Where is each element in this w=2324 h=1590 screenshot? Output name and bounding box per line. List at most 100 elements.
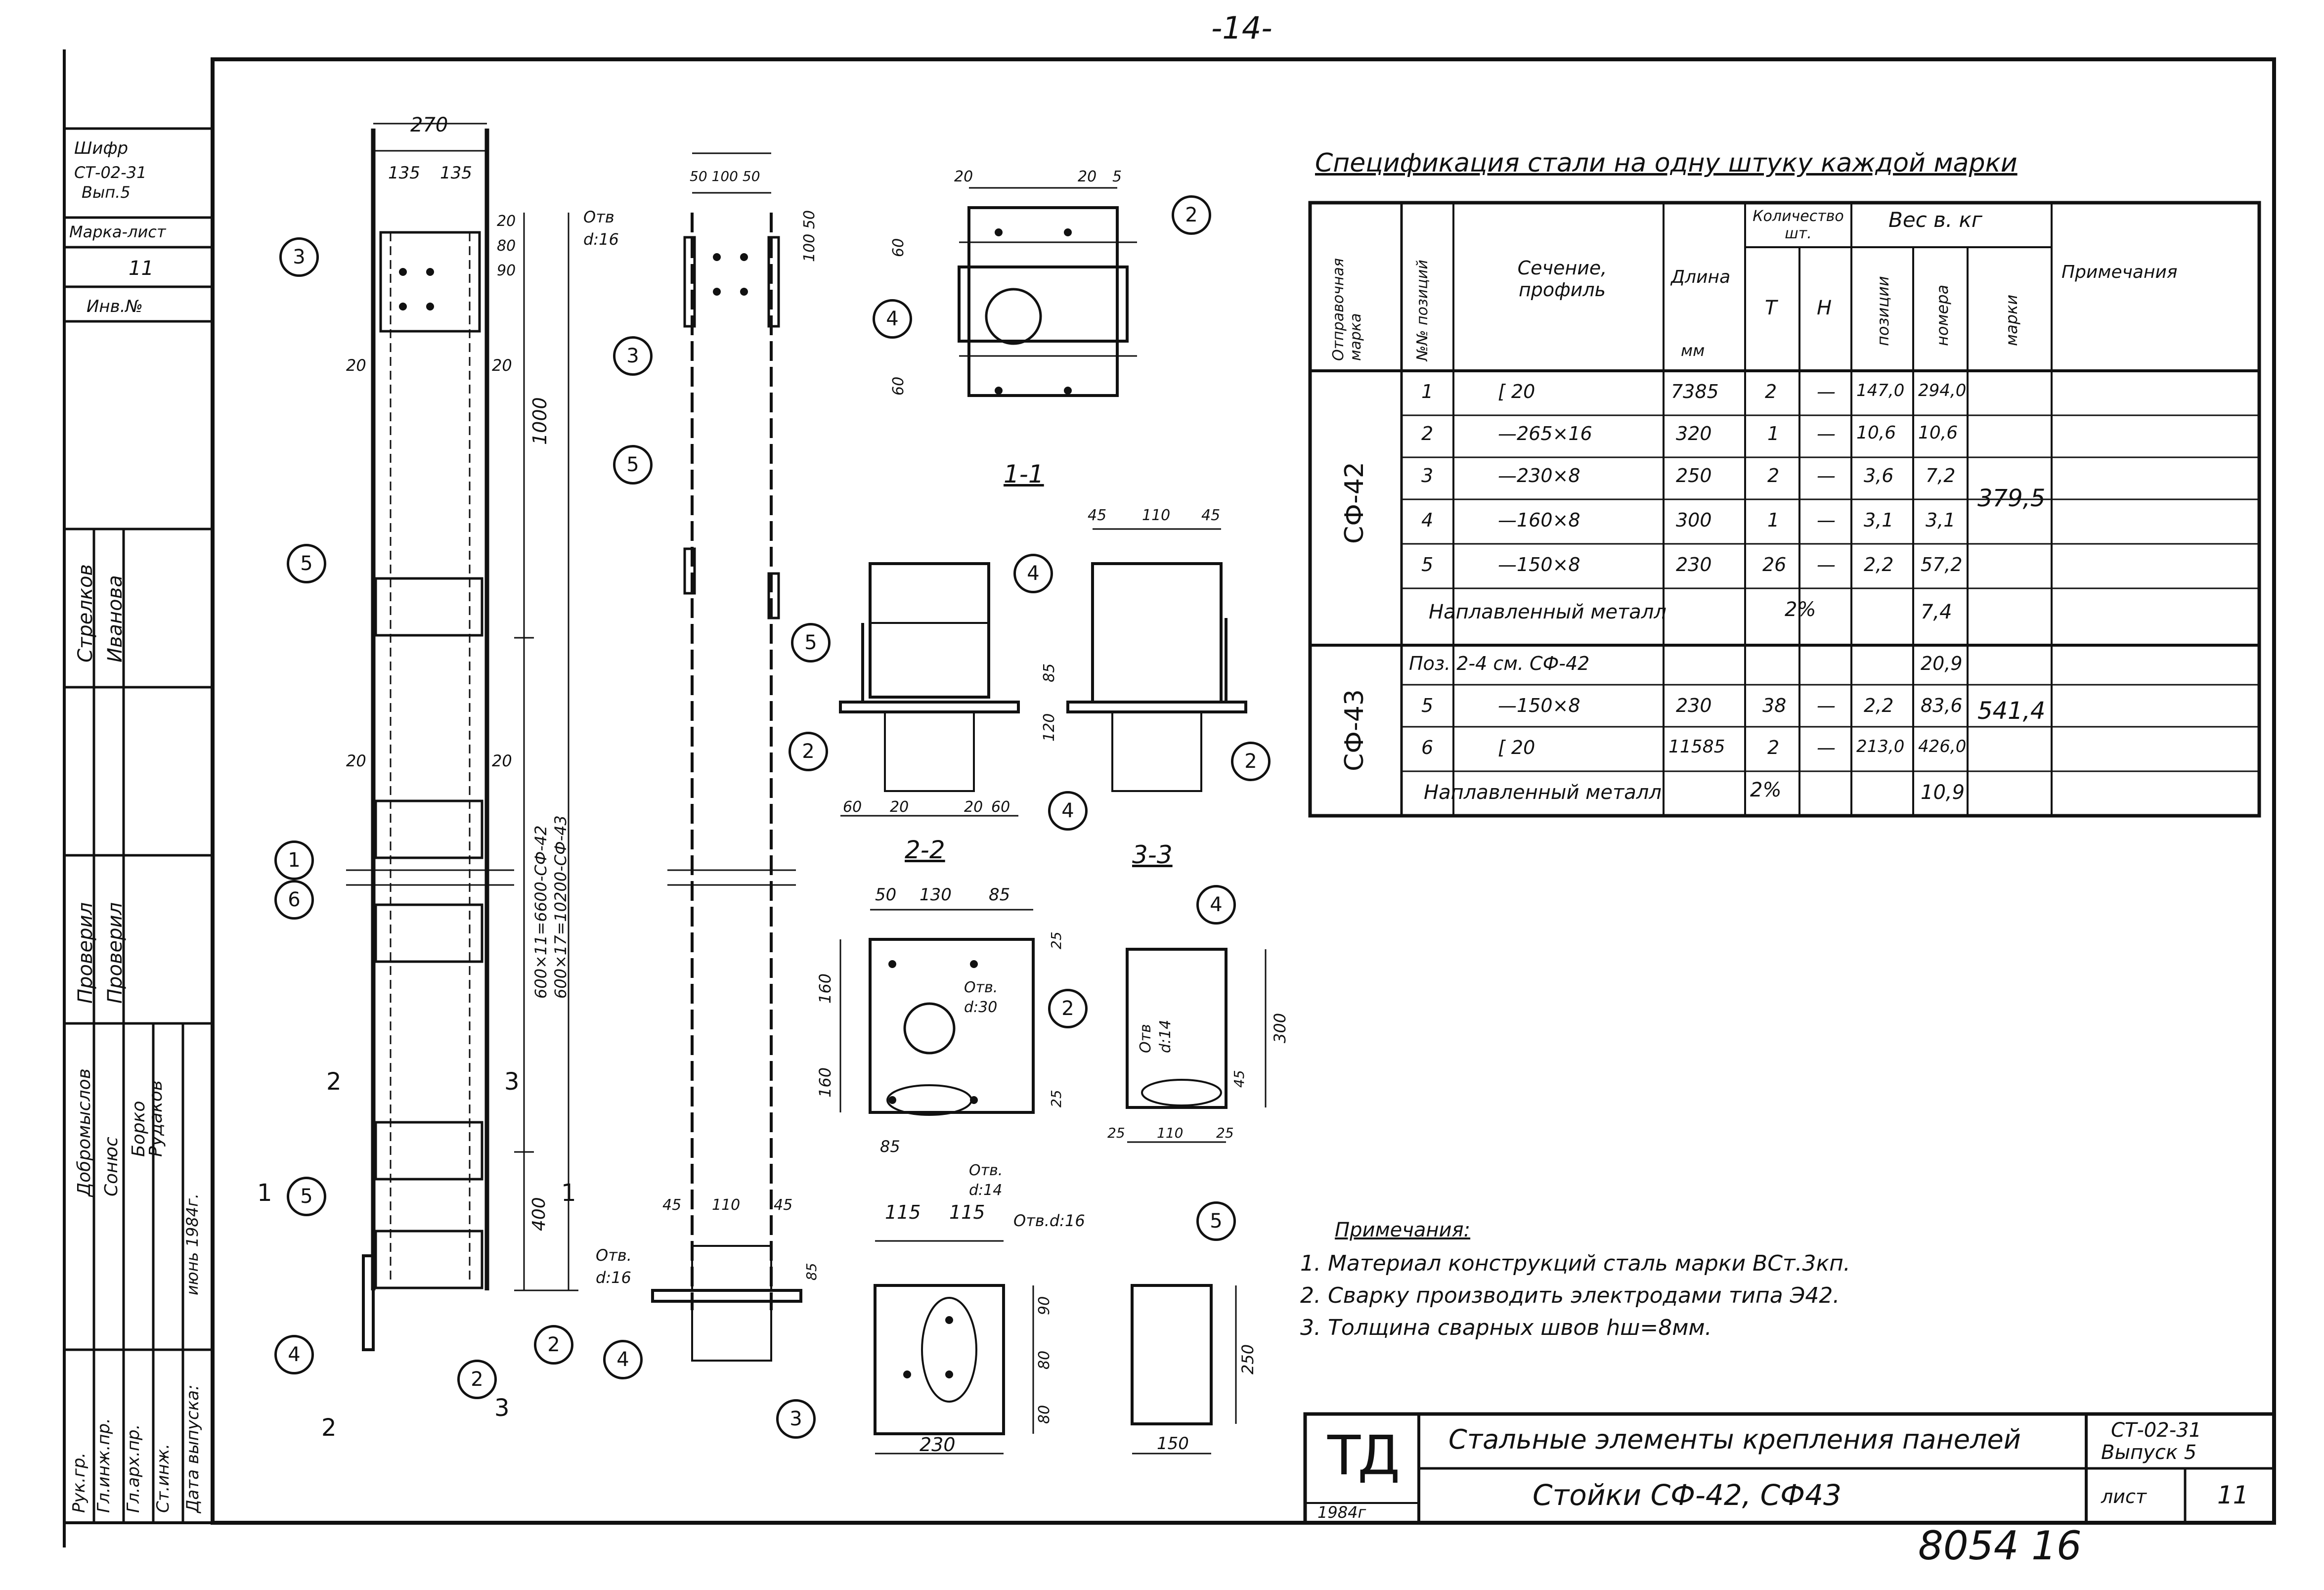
sig-person-5: Добромыслов	[74, 1068, 94, 1196]
dim-col-len-43: 600×17=10200-СФ-43	[551, 815, 570, 999]
plate-pos-3	[874, 1240, 1034, 1455]
sig-person-1: Стрелков	[74, 564, 97, 662]
r4-t: 1	[1767, 509, 1780, 531]
r2-n: —	[1817, 423, 1836, 444]
r1-length: 7385	[1671, 381, 1719, 402]
r6-wnum: 83,6	[1921, 695, 1963, 716]
hole-bot-label: Отв.	[596, 1246, 632, 1265]
dim-s11b-110: 110	[1142, 507, 1171, 524]
title-sheet-value: 11	[2217, 1481, 2249, 1509]
r1-pos: 1	[1421, 381, 1434, 402]
marker-5b: 5	[287, 1177, 326, 1216]
dim-col-half-a: 135	[388, 163, 420, 183]
r1-wnum: 294,0	[1918, 381, 1967, 400]
note-1: 1. Материал конструкций сталь марки ВСт.…	[1300, 1251, 1850, 1276]
sig-role-2: Гл.инж.пр.	[94, 1418, 114, 1513]
dim-col-top-a: 20	[497, 213, 516, 230]
marker-4a: 4	[274, 1335, 314, 1374]
dim-side-bot-45b: 45	[774, 1196, 793, 1214]
marker-2f: 2	[1048, 989, 1088, 1028]
cut-label-1-left: 1	[257, 1179, 272, 1207]
marker-4e: 4	[1048, 791, 1088, 831]
s22-slot-d: d:14	[969, 1182, 1003, 1199]
stamp-shifr-label: Шифр	[74, 138, 129, 158]
dim-s11-60a: 60	[843, 798, 862, 816]
hdr-marka: Отправочная марка	[1330, 258, 1364, 361]
hdr-qty-n: Н	[1817, 297, 1832, 319]
dim-s11b-45b: 45	[1201, 507, 1221, 524]
stamp-shifr-value: СТ-02-31	[74, 163, 147, 182]
section-3-3-label: 3-3	[1132, 840, 1173, 869]
marker-6: 6	[274, 880, 314, 920]
r4-wnum: 3,1	[1926, 509, 1956, 531]
dim-p5-250: 250	[1238, 1344, 1257, 1374]
marker-5a: 5	[287, 544, 326, 583]
r1-n: —	[1817, 381, 1836, 402]
hdr-pos: №№ позиций	[1414, 260, 1431, 361]
dim-s22-160a: 160	[816, 973, 834, 1004]
r5-wnum: 57,2	[1921, 554, 1963, 575]
marker-4c: 4	[873, 299, 912, 339]
r3-wpos: 3,6	[1864, 465, 1894, 486]
dim-side-bot-85: 85	[803, 1263, 820, 1281]
spec-table-grid	[1308, 201, 2261, 818]
cut-label-3-bot: 3	[494, 1394, 510, 1422]
r5-n: —	[1817, 554, 1836, 575]
dim-s22-85b: 85	[880, 1137, 900, 1156]
section-2-2	[839, 909, 1035, 1116]
sig-role-3: Гл.арх.пр.	[124, 1424, 143, 1513]
r3-section: —230×8	[1498, 465, 1580, 486]
column-front-view	[346, 123, 578, 1351]
section-2-2-label: 2-2	[905, 836, 945, 864]
r6-n: —	[1817, 695, 1836, 716]
r1-t: 2	[1765, 381, 1777, 402]
weld-43-value: 10,9	[1921, 781, 1965, 804]
r7-wpos: 213,0	[1856, 737, 1905, 756]
title-year: 1984г	[1317, 1503, 1366, 1522]
dim-s22-50: 50	[875, 885, 897, 905]
dim-p3-115a: 115	[885, 1201, 921, 1223]
dim-col-side-20b: 20	[492, 356, 512, 375]
r5-pos: 5	[1421, 554, 1434, 575]
dim-plan-20a: 20	[954, 168, 973, 185]
r5-section: —150×8	[1498, 554, 1580, 575]
dim-p3-90: 90	[1036, 1296, 1053, 1315]
sig-role-4: Ст.инж.	[153, 1443, 173, 1513]
marker-5d: 5	[791, 623, 831, 662]
marker-2a: 2	[457, 1360, 497, 1399]
marker-4d: 4	[1013, 554, 1053, 593]
hdr-section: Сечение, профиль	[1517, 257, 1607, 301]
note-2: 2. Сварку производить электродами типа Э…	[1300, 1283, 1840, 1308]
marker-2c: 2	[1172, 195, 1211, 235]
section-1-1-right	[1066, 528, 1247, 792]
marker-1: 1	[274, 840, 314, 880]
hole-top-label: Отв	[583, 208, 614, 226]
r6-wpos: 2,2	[1864, 695, 1894, 716]
dim-col-half-b: 135	[440, 163, 472, 183]
sig-person-4: Проверил	[104, 902, 127, 1004]
dim-s33-300: 300	[1271, 1013, 1289, 1043]
dim-s22-130: 130	[920, 885, 952, 905]
title-line2: Стойки СФ-42, СФ43	[1533, 1478, 1842, 1512]
marker-5c: 5	[613, 445, 653, 485]
s33-hole-d: d:14	[1157, 1019, 1174, 1053]
hole-bot-d: d:16	[596, 1268, 631, 1287]
group-marka-43: СФ-43	[1340, 689, 1369, 771]
hdr-notes: Примечания	[2061, 262, 2178, 282]
r6-t: 38	[1762, 695, 1787, 716]
dim-col-top-c: 90	[497, 262, 516, 279]
dim-col-1000: 1000	[529, 397, 551, 445]
r7-pos: 6	[1421, 737, 1434, 758]
dim-s22-160b: 160	[816, 1067, 834, 1098]
marker-2b: 2	[534, 1325, 573, 1365]
spec-title: Спецификация стали на одну штуку каждой …	[1315, 148, 2017, 178]
cut-label-2-bot: 2	[321, 1414, 337, 1442]
sig-person-6: Сонюс	[101, 1137, 122, 1196]
weld-42-pct: 2%	[1785, 598, 1816, 621]
page-number: -14-	[1211, 10, 1272, 46]
pos-note-43: Поз. 2-4 см. СФ-42	[1409, 653, 1590, 674]
title-block-grid	[1303, 1412, 2276, 1525]
hdr-qty: Количество шт.	[1753, 208, 1844, 242]
cut-label-1-right: 1	[561, 1179, 576, 1207]
